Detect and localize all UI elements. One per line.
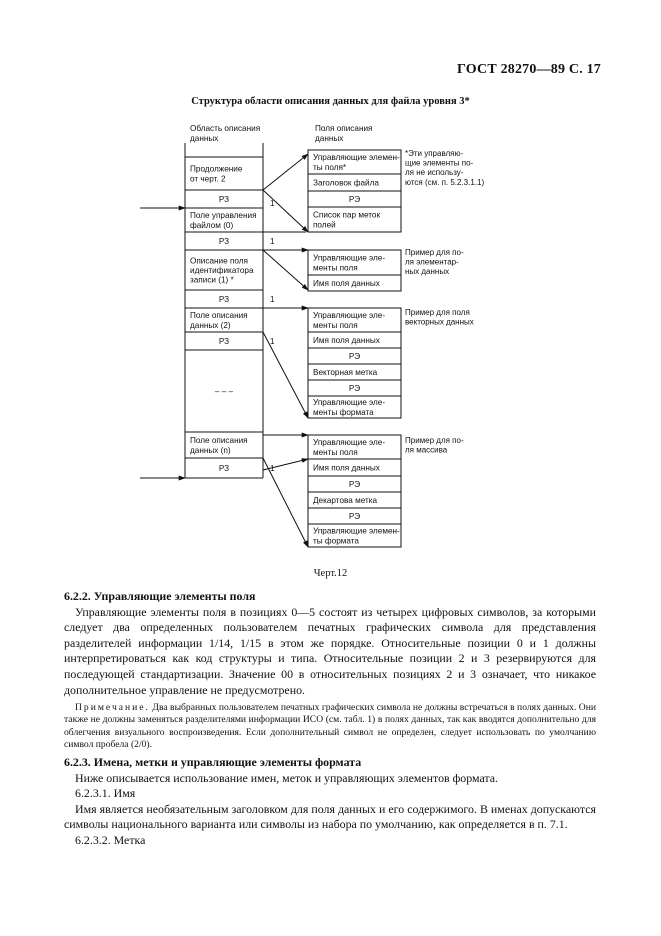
left-cell-text: Поле описания (190, 436, 248, 445)
connector-arrow (262, 249, 309, 291)
group-note: ля массива (405, 446, 448, 455)
right-cell-text: менты поля (313, 448, 358, 457)
left-cell-text: – – – (215, 387, 234, 396)
right-cell-text: Векторная метка (313, 368, 378, 377)
group-note: ля не использу- (405, 168, 464, 177)
left-cell-text: файлом (0) (190, 221, 233, 230)
left-cell-text: Поле управления (190, 211, 257, 220)
note-text: Два выбранных пользователем печатных гра… (64, 702, 596, 750)
right-column-header: Поля описания (315, 124, 372, 133)
right-group-box (307, 249, 402, 292)
group-note: щие элементы по- (405, 159, 474, 168)
body-text: 6.2.2. Управляющие элементы поля Управля… (64, 588, 596, 849)
arrow-label: 1 (270, 199, 275, 208)
connector-arrow (262, 457, 309, 548)
left-cell-text: РЗ (219, 295, 229, 304)
right-cell-text: РЭ (349, 512, 360, 521)
right-cell-text: Управляющие элемен- (313, 153, 400, 162)
left-cell-text: РЗ (219, 337, 229, 346)
arrow-label: 1 (270, 337, 275, 346)
right-cell-text: Декартова метка (313, 496, 378, 505)
section-intro-6-2-3: Ниже описывается использование имен, мет… (75, 770, 499, 785)
connector-arrow (262, 458, 309, 471)
group-note: Пример для поля (405, 308, 470, 317)
right-cell-text: Имя поля данных (313, 464, 380, 473)
connector-arrow (262, 153, 309, 191)
right-cell-text: Заголовок файла (313, 179, 379, 188)
group-note: *Эти управляю- (405, 149, 464, 158)
left-cell-text: РЗ (219, 237, 229, 246)
right-cell-text: Имя поля данных (313, 279, 380, 288)
right-cell-text: ты формата (313, 536, 359, 545)
right-column-header: данных (315, 134, 343, 143)
right-cell-text: Управляющие эле- (313, 438, 385, 447)
right-cell-text: РЭ (349, 352, 360, 361)
group-note: ных данных (405, 267, 449, 276)
right-cell-text: Список пар меток (313, 211, 380, 220)
group-note: ля элементар- (405, 258, 459, 267)
right-cell-text: менты поля (313, 321, 358, 330)
section-heading-6-2-3: 6.2.3. Имена, метки и управляющие элемен… (64, 754, 362, 769)
section-heading-6-2-3-1: 6.2.3.1. Имя (75, 786, 136, 801)
diagram-title: Структура области описания данных для фа… (191, 96, 470, 107)
right-cell-text: Управляющие эле- (313, 398, 385, 407)
page-header: ГОСТ 28270—89 С. 17 (457, 62, 601, 77)
connector-arrow (262, 189, 309, 233)
left-cell-text: идентификатора (190, 266, 254, 275)
left-cell-text: РЗ (219, 195, 229, 204)
right-cell-text: менты поля (313, 263, 358, 272)
section-paragraph-6-2-2: Управляющие элементы поля в позициях 0—5… (64, 604, 596, 697)
right-cell-text: полей (313, 220, 336, 229)
right-cell-text: РЭ (349, 480, 360, 489)
right-cell-text: Управляющие эле- (313, 311, 385, 320)
right-group-box (307, 434, 402, 548)
left-cell-text: от черт. 2 (190, 174, 226, 183)
note-label: Примечание. (75, 702, 150, 714)
right-cell-text: Управляющие эле- (313, 254, 385, 263)
right-cell-text: РЭ (349, 384, 360, 393)
arrow-label: 1 (270, 295, 275, 304)
group-note: Пример для по- (405, 248, 464, 257)
right-cell-text: менты формата (313, 408, 374, 417)
left-cell-text: записи (1) * (190, 276, 235, 285)
left-column-header: Область описания (190, 124, 260, 133)
arrow-label: 1 (270, 237, 275, 246)
section-paragraph-6-2-3-1: Имя является необязательным заголовком д… (64, 801, 596, 832)
note-paragraph: Примечание. Два выбранных пользователем … (64, 702, 596, 751)
arrow-label: 1 (270, 464, 275, 473)
left-cell-text: Продолжение (190, 165, 243, 174)
group-note: векторных данных (405, 318, 474, 327)
left-column-header: данных (190, 134, 218, 143)
right-group-box (307, 307, 402, 419)
left-cell-text: Описание поля (190, 256, 248, 265)
connector-arrow (262, 331, 309, 419)
right-cell-text: Имя поля данных (313, 336, 380, 345)
right-cell-text: РЭ (349, 195, 360, 204)
group-note: Пример для по- (405, 436, 464, 445)
right-cell-text: ты поля* (313, 163, 347, 172)
left-cell-text: данных (2) (190, 321, 231, 330)
section-heading-6-2-3-2: 6.2.3.2. Метка (75, 832, 146, 847)
section-heading-6-2-2: 6.2.2. Управляющие элементы поля (64, 589, 256, 603)
group-note: ются (см. п. 5.2.3.1.1) (405, 178, 484, 187)
left-cell-text: данных (n) (190, 446, 231, 455)
left-cell-text: Поле описания (190, 311, 248, 320)
figure-caption: Черт.12 (313, 568, 348, 579)
right-cell-text: Управляющие элемен- (313, 527, 400, 536)
left-cell-text: РЗ (219, 464, 229, 473)
